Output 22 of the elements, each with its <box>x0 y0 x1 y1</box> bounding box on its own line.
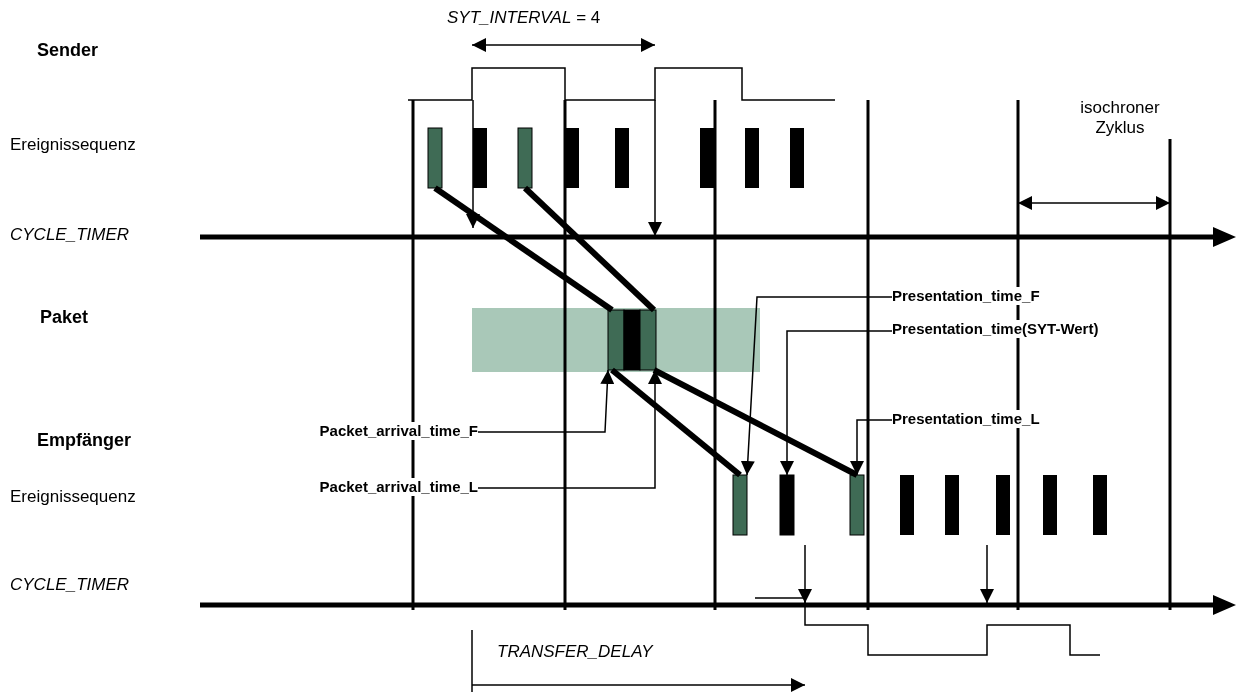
signal-label: Packet_arrival_time_F <box>319 422 478 440</box>
event-bar <box>779 474 795 536</box>
signal-label: Presentation_time_L <box>892 410 1040 428</box>
row-label: Ereignissequenz <box>10 487 136 508</box>
event-bar <box>732 474 748 536</box>
interval-label: SYT_INTERVAL = 4 <box>447 8 601 29</box>
packet-block <box>607 309 657 371</box>
timer-label: CYCLE_TIMER <box>10 575 130 596</box>
event-bar <box>849 474 865 536</box>
row-label: Ereignissequenz <box>10 135 136 156</box>
leader-line <box>780 330 893 476</box>
signal-label: Packet_arrival_time_L <box>319 478 478 496</box>
timer-label: CYCLE_TIMER <box>10 225 130 246</box>
event-bar <box>427 127 443 189</box>
delay-label: TRANSFER_DELAY <box>497 642 653 663</box>
leader-line <box>477 369 615 433</box>
row-heading: Empfänger <box>37 430 132 452</box>
signal-label: Presentation_time(SYT-Wert) <box>892 320 1099 338</box>
leader-line <box>740 296 893 476</box>
signal-label: Presentation_time_F <box>892 287 1040 305</box>
leader-line <box>850 419 893 476</box>
event-bar <box>517 127 533 189</box>
